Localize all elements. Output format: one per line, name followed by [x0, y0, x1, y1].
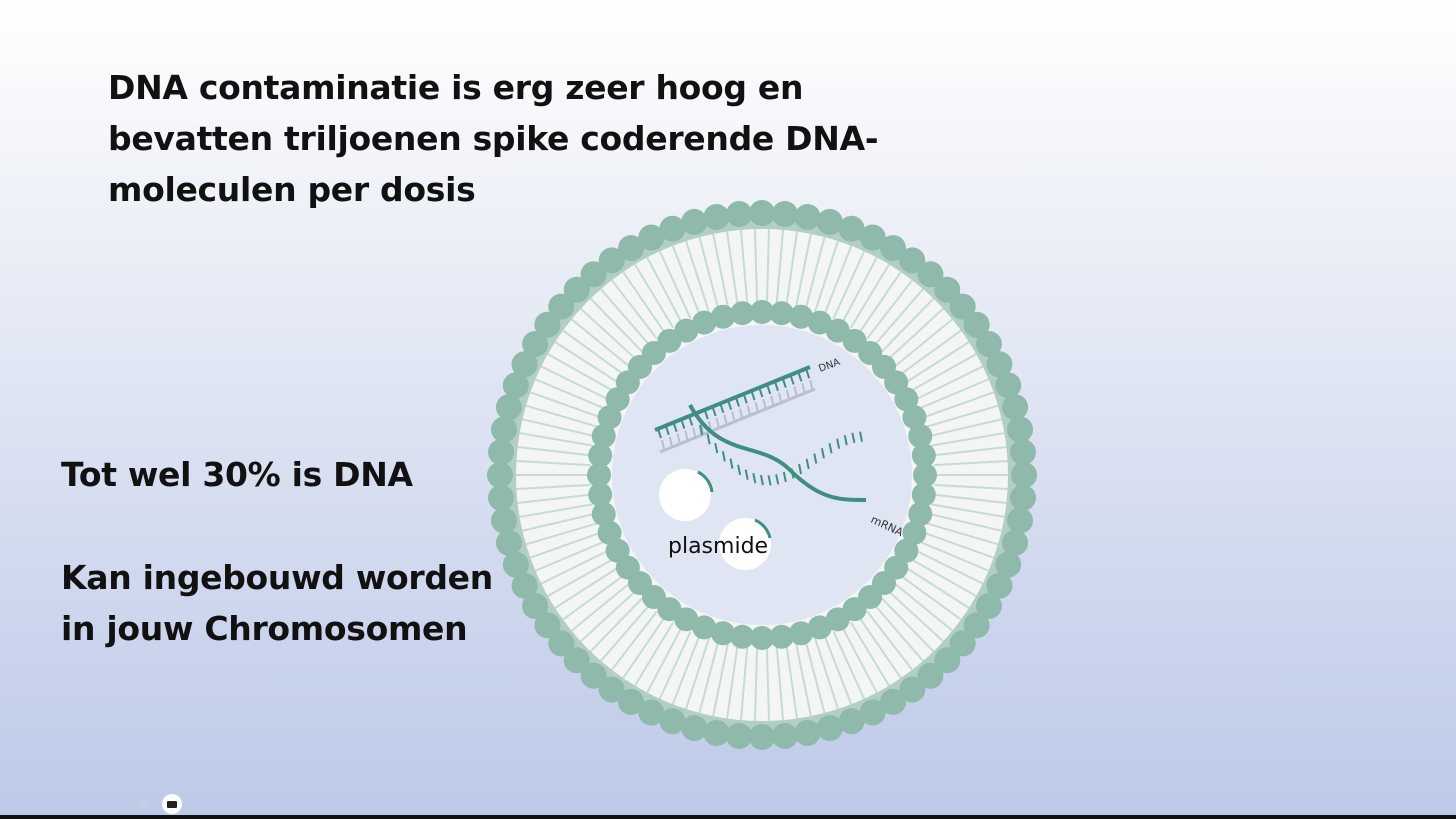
- point-line: Kan ingebouwd worden: [61, 558, 493, 597]
- point-line: in jouw Chromosomen: [61, 609, 468, 648]
- presentation-controls: ‹ › ≡: [100, 794, 182, 814]
- camera-icon: [166, 800, 177, 808]
- title-line: bevatten triljoenen spike coderende DNA-: [108, 119, 879, 158]
- plasmid-arc: [697, 470, 714, 493]
- title-line: DNA contaminatie is erg zeer hoog en: [108, 68, 804, 107]
- next-slide-button[interactable]: ›: [118, 797, 124, 811]
- menu-button[interactable]: ≡: [137, 797, 148, 811]
- plasmid-circle: [659, 469, 711, 521]
- title-line: moleculen per dosis: [108, 170, 476, 209]
- dna-strand: [654, 365, 816, 454]
- particle-interior: [612, 325, 912, 625]
- camera-button[interactable]: [161, 794, 182, 814]
- point-dna-percentage: Tot wel 30% is DNA: [61, 455, 413, 494]
- mrna-bases: [699, 424, 863, 486]
- plasmid-label: plasmide: [668, 534, 768, 559]
- slide-title: DNA contaminatie is erg zeer hoog en bev…: [108, 62, 908, 215]
- plasmid-arc: [754, 518, 772, 539]
- prev-slide-button[interactable]: ‹: [100, 797, 105, 811]
- bottom-bar: [0, 815, 1456, 819]
- plasmid-circle: [719, 518, 771, 570]
- mrna-strand: [688, 404, 867, 502]
- point-chromosomes: Kan ingebouwd worden in jouw Chromosomen: [61, 552, 493, 654]
